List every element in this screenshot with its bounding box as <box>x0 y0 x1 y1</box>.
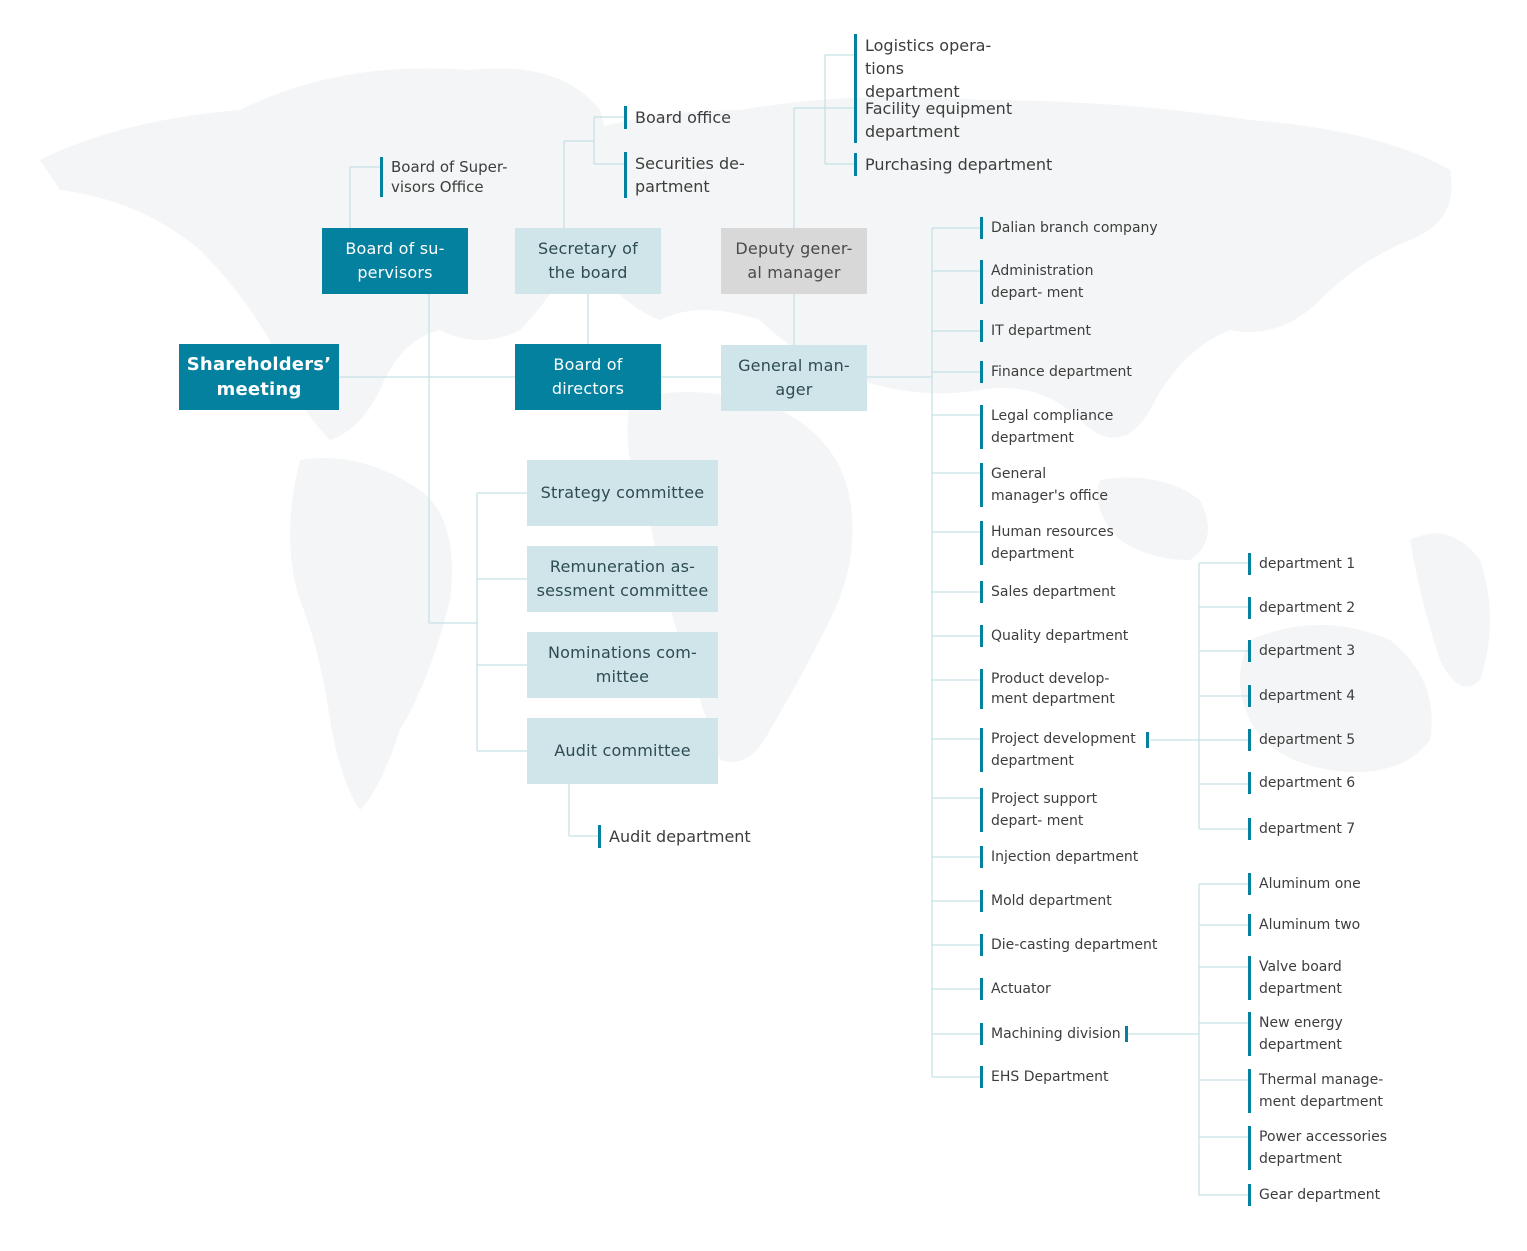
gm-dept-mold: Mold department <box>980 890 1112 912</box>
project-sub-7: department 7 <box>1248 818 1355 840</box>
gm-dept-legal: Legal compliance department <box>980 405 1116 449</box>
board-of-directors-label: Board of directors <box>551 355 625 398</box>
project-sub-3: department 3 <box>1248 640 1355 662</box>
gm-dept-finance: Finance department <box>980 361 1132 383</box>
gm-dept-administration: Administration depart- ment <box>980 260 1141 304</box>
gm-dept-quality: Quality department <box>980 625 1128 647</box>
project-sub-1: department 1 <box>1248 553 1355 575</box>
audit-committee-box: Audit committee <box>527 718 718 784</box>
machining-sub-gear: Gear department <box>1248 1184 1380 1206</box>
project-sub-2: department 2 <box>1248 597 1355 619</box>
machining-sub-power-accessories: Power accessories department <box>1248 1126 1399 1170</box>
deputy-general-manager-label: Deputy gener- al manager <box>735 239 853 282</box>
machining-sub-thermal: Thermal manage- ment department <box>1248 1069 1394 1113</box>
audit-department-label: Audit department <box>598 825 751 848</box>
board-office-label: Board office <box>624 106 731 129</box>
shareholders-meeting-box: Shareholders’ meeting <box>179 344 339 410</box>
secretary-of-board-box: Secretary of the board <box>515 228 661 294</box>
gm-dept-gm-office: General manager's office <box>980 463 1116 507</box>
general-manager-label: General man- ager <box>738 356 850 399</box>
project-sub-5: department 5 <box>1248 729 1355 751</box>
logistics-department-label: Logistics opera- tions department <box>854 34 1001 103</box>
gm-dept-dalian: Dalian branch company <box>980 217 1158 239</box>
machining-sub-aluminum-one: Aluminum one <box>1248 873 1361 895</box>
gm-dept-it: IT department <box>980 320 1091 342</box>
machining-sub-new-energy: New energy department <box>1248 1012 1369 1056</box>
gm-dept-machining: Machining division <box>980 1023 1121 1045</box>
project-development-marker <box>1146 732 1149 748</box>
gm-dept-sales: Sales department <box>980 581 1116 603</box>
gm-dept-project-development: Project development department <box>980 728 1136 772</box>
machining-division-marker <box>1125 1026 1128 1042</box>
gm-dept-project-support: Project support depart- ment <box>980 788 1146 832</box>
facility-department-label: Facility equipment department <box>854 97 1015 143</box>
project-sub-4: department 4 <box>1248 685 1355 707</box>
gm-dept-injection: Injection department <box>980 846 1138 868</box>
purchasing-department-label: Purchasing department <box>854 153 1052 176</box>
general-manager-box: General man- ager <box>721 345 867 411</box>
gm-dept-hr: Human resources department <box>980 521 1116 565</box>
board-of-directors-box: Board of directors <box>515 344 661 410</box>
secretary-of-board-label: Secretary of the board <box>538 239 638 282</box>
deputy-general-manager-box: Deputy gener- al manager <box>721 228 867 294</box>
gm-dept-product-development: Product develop- ment department <box>980 669 1116 709</box>
nominations-committee-box: Nominations com- mittee <box>527 632 718 698</box>
remuneration-committee-label: Remuneration as- sessment committee <box>536 557 709 600</box>
nominations-committee-label: Nominations com- mittee <box>548 643 697 686</box>
remuneration-committee-box: Remuneration as- sessment committee <box>527 546 718 612</box>
machining-sub-valve-board: Valve board department <box>1248 956 1369 1000</box>
audit-committee-label: Audit committee <box>554 741 691 760</box>
project-sub-6: department 6 <box>1248 772 1355 794</box>
board-of-supervisors-label: Board of su- pervisors <box>345 239 445 282</box>
strategy-committee-label: Strategy committee <box>540 483 705 502</box>
securities-department-label: Securities de- partment <box>624 152 745 198</box>
gm-dept-ehs: EHS Department <box>980 1066 1108 1088</box>
gm-dept-die-casting: Die-casting department <box>980 934 1157 956</box>
shareholders-meeting-label: Shareholders’ meeting <box>186 354 332 400</box>
board-of-supervisors-box: Board of su- pervisors <box>322 228 468 294</box>
strategy-committee-box: Strategy committee <box>527 460 718 526</box>
gm-dept-actuator: Actuator <box>980 978 1051 1000</box>
supervisors-office-label: Board of Super- visors Office <box>380 157 513 197</box>
machining-sub-aluminum-two: Aluminum two <box>1248 914 1360 936</box>
